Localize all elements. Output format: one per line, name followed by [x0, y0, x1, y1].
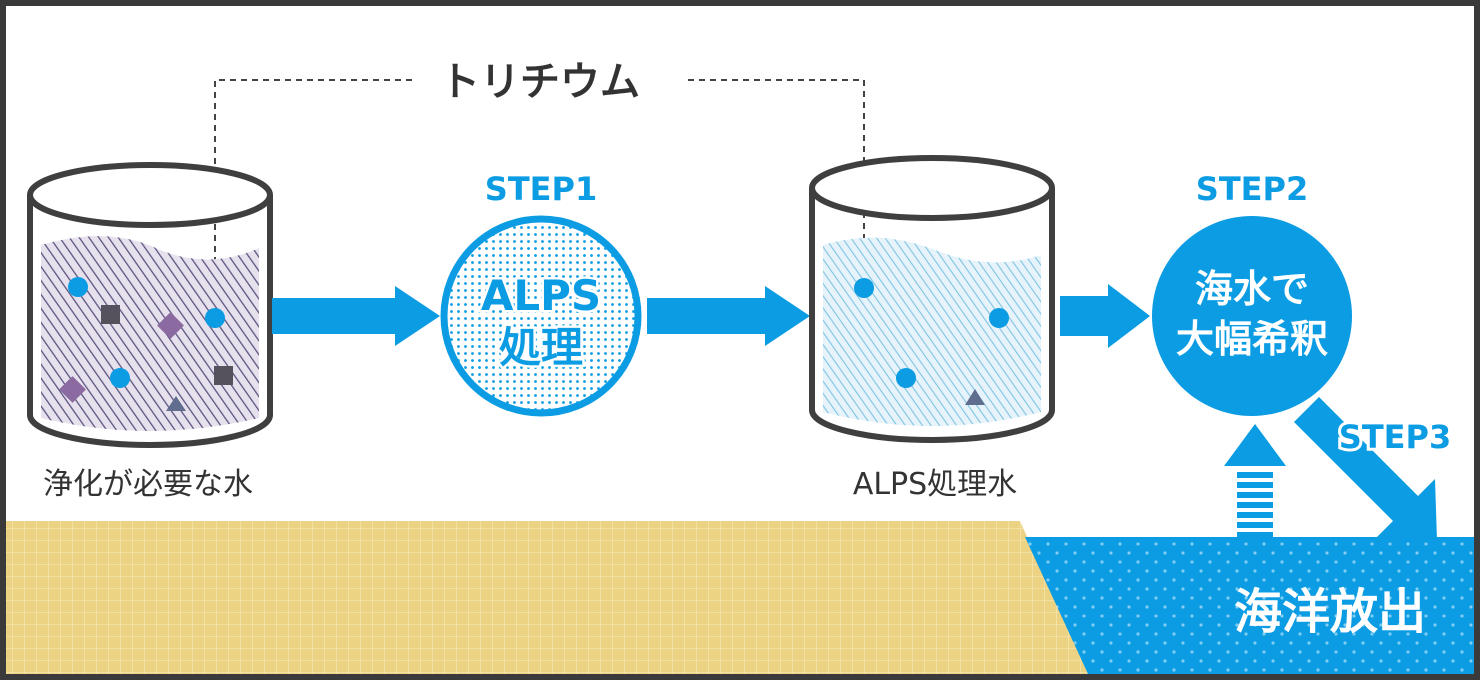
- ocean-area: [1025, 537, 1474, 674]
- treated-water: [823, 237, 1041, 426]
- tank-before-rim: [27, 162, 273, 228]
- tritium-bracket-right: [688, 79, 865, 288]
- ground-area: [6, 521, 1088, 674]
- ocean-release-label: 海洋放出: [1234, 584, 1426, 640]
- particle-square: [101, 305, 120, 324]
- arrow-to-treated-tank: [647, 286, 810, 346]
- particle-circle: [896, 368, 916, 388]
- tritium-particle: [205, 308, 225, 328]
- alps-process-circle: [440, 215, 642, 417]
- dilution-circle-line2: 大幅希釈: [1176, 317, 1328, 361]
- arrow-to-ocean: [1294, 397, 1437, 540]
- particle-square: [214, 366, 233, 385]
- arrow-to-alps: [272, 286, 440, 346]
- step3-label: STEP3: [1339, 418, 1451, 456]
- alps-circle-line2: 処理: [499, 323, 583, 372]
- particle-circle: [989, 308, 1009, 328]
- tank-before-label: 浄化が必要な水: [43, 467, 253, 502]
- particle-triangle: [965, 389, 985, 405]
- particle-circle: [110, 368, 130, 388]
- tritium-label: トリチウム: [440, 59, 640, 105]
- step2-label: STEP2: [1196, 170, 1308, 208]
- dilution-circle-line1: 海水で: [1195, 267, 1309, 311]
- tank-treated-label: ALPS処理水: [853, 467, 1017, 502]
- particle-circle: [68, 277, 88, 297]
- dilution-circle: [1152, 216, 1352, 416]
- contaminated-water: [41, 236, 259, 431]
- tank-treated-water: [809, 155, 1055, 443]
- alps-circle-line1: ALPS: [481, 271, 601, 320]
- tritium-particle: [854, 278, 874, 298]
- arrow-to-dilution: [1060, 284, 1150, 348]
- step1-label: STEP1: [485, 170, 597, 208]
- particle-triangle: [166, 396, 186, 411]
- tank-treated-rim: [809, 155, 1055, 221]
- tank-before-purification: [27, 162, 273, 448]
- seawater-intake-arrow: [1224, 424, 1286, 537]
- tritium-bracket-left: [214, 79, 412, 318]
